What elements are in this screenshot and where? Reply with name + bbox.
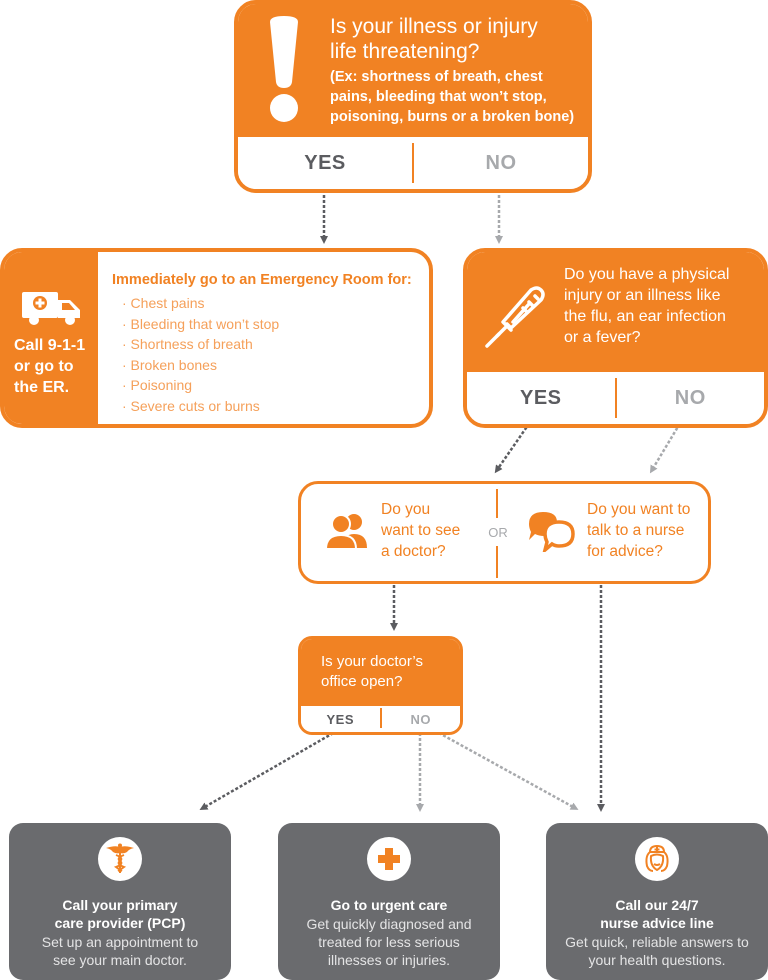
q1-no-option[interactable]: NO <box>485 151 517 174</box>
emergency-room-card: Call 9-1-1 or go to the ER. Immediately … <box>0 248 433 428</box>
list-item: · Shortness of breath <box>122 336 253 352</box>
question-physical-injury: Do you have a physical injury or an illn… <box>463 248 768 428</box>
outcome-nurse-advice-line[interactable]: Call our 24/7 nurse advice line Get quic… <box>546 823 768 980</box>
er-heading: Immediately go to an Emergency Room for: <box>112 272 412 288</box>
er-call-text: Call 9-1-1 or go to the ER. <box>14 337 86 396</box>
list-item: · Broken bones <box>122 356 217 373</box>
outcome-description: Get quickly diagnosed and treated for le… <box>306 916 472 968</box>
q4-no-option[interactable]: NO <box>410 711 431 727</box>
list-item: · Poisoning <box>122 377 193 393</box>
q1-yes-option[interactable]: YES <box>304 151 346 174</box>
question-text: Is your doctor’s office open? <box>321 653 423 690</box>
caduceus-icon-circle <box>98 837 142 881</box>
question-life-threatening: Is your illness or injury life threateni… <box>234 0 592 193</box>
medical-cross-icon <box>378 848 400 870</box>
divider <box>496 546 498 578</box>
outcome-urgent-care[interactable]: Go to urgent care Get quickly diagnosed … <box>278 823 500 980</box>
people-icon <box>325 514 367 550</box>
question-office-open: Is your doctor’s office open? YES NO <box>298 636 463 735</box>
nurse-question-text: Do you want to talk to a nurse for advic… <box>587 501 691 560</box>
divider <box>412 143 414 183</box>
ambulance-icon <box>22 292 80 325</box>
q2-yes-option[interactable]: YES <box>519 386 562 409</box>
list-item: · Bleeding that won’t stop <box>122 315 280 332</box>
question-examples: (Ex: shortness of breath, chest pains, b… <box>330 69 575 125</box>
outcome-title: Call our 24/7 nurse advice line <box>600 897 714 931</box>
question-text: Do you have a physical injury or an illn… <box>564 266 730 346</box>
caduceus-icon <box>106 843 134 873</box>
thermometer-icon <box>485 286 545 348</box>
outcome-description: Get quick, reliable answers to your heal… <box>565 934 749 968</box>
option-see-doctor[interactable]: Do you want to see a doctor? <box>301 484 497 581</box>
list-item: · Chest pains <box>122 295 205 311</box>
option-talk-to-nurse[interactable]: Do you want to talk to a nurse for advic… <box>499 484 708 581</box>
outcome-title: Call your primary care provider (PCP) <box>54 897 186 931</box>
chat-bubbles-icon <box>529 512 575 552</box>
nurse-icon-circle <box>635 837 679 881</box>
er-conditions-list: · Chest pains · Bleeding that won’t stop… <box>112 293 412 416</box>
question-title: Is your illness or injury life threateni… <box>330 15 538 63</box>
q4-yes-option[interactable]: YES <box>326 711 354 727</box>
outcome-description: Set up an appointment to see your main d… <box>41 934 199 968</box>
divider <box>614 378 617 418</box>
divider <box>496 489 498 518</box>
outcome-call-pcp[interactable]: Call your primary care provider (PCP) Se… <box>9 823 231 980</box>
exclamation-icon <box>270 16 298 122</box>
list-item: · Severe cuts or burns <box>122 397 260 414</box>
outcome-title: Go to urgent care <box>330 897 448 913</box>
divider <box>379 708 382 728</box>
question-doctor-or-nurse: Do you want to see a doctor? OR Do you w… <box>298 481 711 584</box>
medical-cross-icon-circle <box>367 837 411 881</box>
nurse-icon <box>645 845 669 872</box>
doctor-question-text: Do you want to see a doctor? <box>381 501 461 560</box>
q2-no-option[interactable]: NO <box>674 386 706 409</box>
or-label: OR <box>488 525 508 540</box>
